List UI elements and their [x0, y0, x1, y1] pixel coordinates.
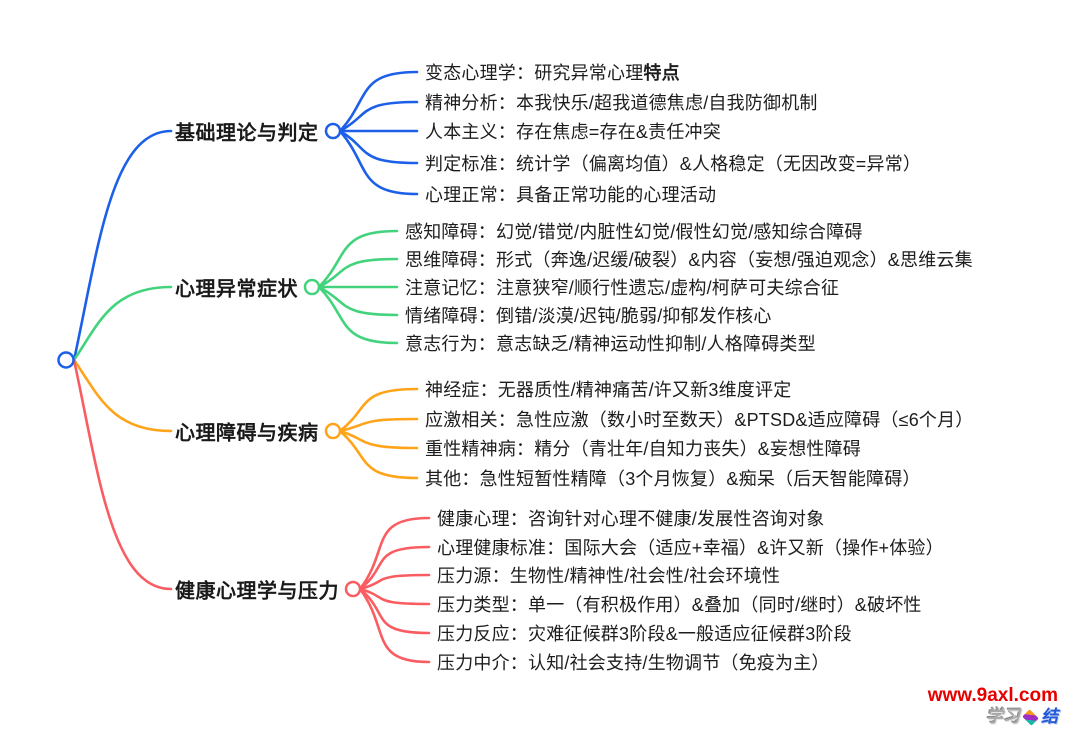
leaf-text: 情绪障碍：倒错/淡漠/迟钝/脆弱/抑郁发作核心: [405, 306, 772, 326]
leaf-node[interactable]: 应激相关：急性应激（数小时至数天）&PTSD&适应障碍（≤6个月）: [425, 406, 974, 432]
leaf-node[interactable]: 压力类型：单一（有积极作用）&叠加（同时/继时）&破坏性: [437, 591, 922, 617]
diamond-icon: [1022, 708, 1039, 726]
branch-title[interactable]: 心理异常症状: [175, 278, 298, 301]
branch-curve: [72, 358, 173, 433]
watermark-logo: 学习 结: [928, 706, 1058, 727]
leaf-node[interactable]: 注意记忆：注意狭窄/顺行性遗忘/虚构/柯萨可夫综合征: [405, 274, 839, 300]
leaf-text: 思维障碍：形式（奔逸/迟缓/破裂）&内容（妄想/强迫观念）&思维云集: [405, 250, 973, 270]
leaf-node[interactable]: 精神分析：本我快乐/超我道德焦虑/自我防御机制: [425, 89, 818, 115]
leaf-text: 重性精神病：精分（青壮年/自知力丧失）&妄想性障碍: [425, 439, 862, 459]
leaf-text: 人本主义：存在焦虑=存在&责任冲突: [425, 122, 721, 142]
watermark-logo-badge: 结: [1041, 706, 1058, 726]
branch-node-circle[interactable]: [324, 122, 342, 140]
leaf-curve: [317, 285, 399, 345]
leaf-text: 健康心理：咨询针对心理不健康/发展性咨询对象: [437, 509, 825, 529]
leaf-text: 感知障碍：幻觉/错觉/内脏性幻觉/假性幻觉/感知综合障碍: [405, 222, 863, 242]
leaf-node[interactable]: 思维障碍：形式（奔逸/迟缓/破裂）&内容（妄想/强迫观念）&思维云集: [405, 246, 973, 272]
leaf-text: 压力中介：认知/社会支持/生物调节（免疫为主）: [437, 653, 830, 673]
leaf-curve: [358, 545, 431, 591]
leaf-curve: [338, 129, 419, 196]
leaf-curve: [338, 429, 419, 480]
leaf-node[interactable]: 压力中介：认知/社会支持/生物调节（免疫为主）: [437, 649, 830, 675]
watermark: www.9axl.com 学习 结: [927, 685, 1058, 727]
leaf-text: 注意记忆：注意狭窄/顺行性遗忘/虚构/柯萨可夫综合征: [405, 278, 840, 298]
leaf-node[interactable]: 神经症：无器质性/精神痛苦/许又新3维度评定: [425, 376, 791, 402]
watermark-url[interactable]: www.9axl.com: [927, 685, 1058, 706]
leaf-text: 其他：急性短暂性精障（3个月恢复）&痴呆（后天智能障碍）: [425, 469, 921, 489]
leaf-node[interactable]: 变态心理学：研究异常心理特点: [425, 59, 680, 85]
leaf-text: 压力反应：灾难征候群3阶段&一般适应征候群3阶段: [437, 624, 852, 644]
leaf-node[interactable]: 健康心理：咨询针对心理不健康/发展性咨询对象: [437, 505, 824, 531]
leaf-text: 精神分析：本我快乐/超我道德焦虑/自我防御机制: [425, 93, 818, 113]
leaf-text: 意志行为：意志缺乏/精神运动性抑制/人格障碍类型: [405, 334, 816, 354]
leaf-curve: [338, 129, 419, 165]
leaf-node[interactable]: 人本主义：存在焦虑=存在&责任冲突: [425, 118, 721, 144]
branch-node-circle[interactable]: [324, 422, 342, 440]
leaf-node[interactable]: 重性精神病：精分（青壮年/自知力丧失）&妄想性障碍: [425, 435, 861, 461]
leaf-text: 心理健康标准：国际大会（适应+幸福）&许又新（操作+体验）: [437, 538, 944, 558]
leaf-node[interactable]: 压力反应：灾难征候群3阶段&一般适应征候群3阶段: [437, 620, 852, 646]
branch-curve: [72, 285, 173, 362]
leaf-text: 心理正常：具备正常功能的心理活动: [425, 185, 717, 205]
branch-curve: [72, 358, 173, 591]
leaf-node[interactable]: 意志行为：意志缺乏/精神运动性抑制/人格障碍类型: [405, 330, 816, 356]
watermark-logo-text: 学习: [986, 706, 1020, 726]
leaf-curve: [358, 516, 431, 591]
leaf-node[interactable]: 其他：急性短暂性精障（3个月恢复）&痴呆（后天智能障碍）: [425, 465, 921, 491]
leaf-text: 神经症：无器质性/精神痛苦/许又新3维度评定: [425, 380, 792, 400]
leaf-curve: [338, 70, 419, 133]
leaf-curve: [317, 257, 399, 289]
branch-title[interactable]: 心理障碍与疾病: [175, 422, 319, 445]
root-node-circle[interactable]: [57, 351, 75, 369]
leaf-curve: [338, 100, 419, 133]
leaf-node[interactable]: 心理正常：具备正常功能的心理活动: [425, 181, 716, 207]
leaf-curve: [338, 387, 419, 433]
leaf-text: 变态心理学：研究异常心理: [425, 63, 644, 83]
branch-curve: [72, 129, 173, 362]
leaf-curve: [317, 229, 399, 289]
leaf-curve: [338, 429, 419, 450]
branch-node-circle[interactable]: [344, 580, 362, 598]
leaf-text-bold: 特点: [643, 63, 680, 83]
leaf-text: 压力类型：单一（有积极作用）&叠加（同时/继时）&破坏性: [437, 595, 922, 615]
leaf-curve: [358, 573, 431, 591]
leaf-node[interactable]: 压力源：生物性/精神性/社会性/社会环境性: [437, 562, 780, 588]
branch-title[interactable]: 基础理论与判定: [175, 122, 319, 145]
leaf-curve: [358, 587, 431, 664]
leaf-text: 应激相关：急性应激（数小时至数天）&PTSD&适应障碍（≤6个月）: [425, 410, 974, 430]
leaf-curve: [358, 587, 431, 635]
leaf-text: 压力源：生物性/精神性/社会性/社会环境性: [437, 566, 781, 586]
branch-node-circle[interactable]: [303, 278, 321, 296]
leaf-node[interactable]: 情绪障碍：倒错/淡漠/迟钝/脆弱/抑郁发作核心: [405, 302, 772, 328]
leaf-text: 判定标准：统计学（偏离均值）&人格稳定（无因改变=异常）: [425, 154, 922, 174]
branch-title[interactable]: 健康心理学与压力: [175, 580, 339, 603]
leaf-curve: [338, 417, 419, 433]
leaf-curve: [317, 285, 399, 317]
leaf-node[interactable]: 判定标准：统计学（偏离均值）&人格稳定（无因改变=异常）: [425, 150, 921, 176]
leaf-node[interactable]: 心理健康标准：国际大会（适应+幸福）&许又新（操作+体验）: [437, 534, 944, 560]
leaf-node[interactable]: 感知障碍：幻觉/错觉/内脏性幻觉/假性幻觉/感知综合障碍: [405, 218, 863, 244]
leaf-curve: [358, 587, 431, 606]
